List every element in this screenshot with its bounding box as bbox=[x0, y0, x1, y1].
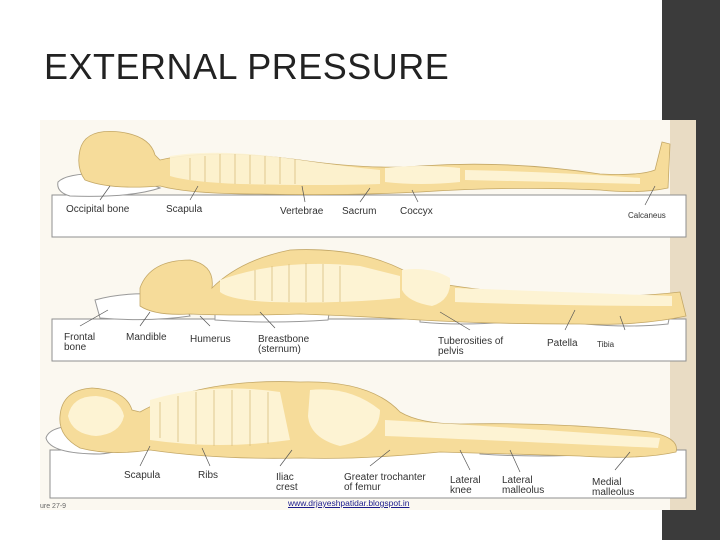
label-lateral-knee-line1: Lateral bbox=[450, 475, 481, 486]
label-humerus: Humerus bbox=[190, 334, 231, 345]
illustration-svg bbox=[40, 120, 696, 510]
label-lateral-malleolus-line1: Lateral bbox=[502, 475, 533, 486]
label-calcaneus: Calcaneus bbox=[628, 211, 666, 220]
label-medial-malleolus-line1: Medial bbox=[592, 477, 622, 488]
label-tibia: Tibia bbox=[597, 340, 615, 349]
supine-figure bbox=[51, 131, 687, 238]
label-scapula-supine: Scapula bbox=[166, 204, 203, 215]
label-lateral-knee-line2: knee bbox=[450, 485, 472, 496]
label-breastbone-line1: Breastbone bbox=[258, 334, 310, 345]
label-greater-trochanter-line2: of femur bbox=[344, 482, 381, 493]
label-sacrum: Sacrum bbox=[342, 206, 377, 217]
label-frontal-bone-line1: Frontal bbox=[64, 332, 96, 343]
label-frontal-bone-line2: bone bbox=[64, 342, 87, 353]
prone-figure bbox=[51, 249, 687, 362]
source-link[interactable]: www.drjayeshpatidar.blogspot.in bbox=[288, 498, 410, 508]
label-vertebrae: Vertebrae bbox=[280, 206, 324, 217]
slide-title: EXTERNAL PRESSURE bbox=[44, 46, 450, 87]
label-mandible: Mandible bbox=[126, 332, 167, 343]
label-greater-trochanter-line1: Greater trochanter bbox=[344, 472, 426, 483]
label-coccyx: Coccyx bbox=[400, 206, 433, 217]
label-tuberosities-line2: pelvis bbox=[438, 346, 464, 357]
pressure-points-illustration: Occipital bone Scapula Vertebrae Sacrum … bbox=[40, 120, 696, 510]
label-iliac-crest-line2: crest bbox=[276, 482, 298, 493]
label-patella: Patella bbox=[547, 338, 578, 349]
label-ribs: Ribs bbox=[198, 470, 219, 481]
label-occipital-bone: Occipital bone bbox=[66, 204, 130, 215]
label-breastbone-line2: (sternum) bbox=[258, 344, 301, 355]
label-scapula-lateral: Scapula bbox=[124, 470, 161, 481]
label-medial-malleolus-line2: malleolus bbox=[592, 487, 635, 498]
lateral-figure bbox=[45, 381, 687, 499]
label-lateral-malleolus-line2: malleolus bbox=[502, 485, 545, 496]
figure-number: ure 27-9 bbox=[40, 503, 67, 510]
label-tuberosities-line1: Tuberosities of bbox=[438, 336, 504, 347]
label-iliac-crest-line1: Iliac bbox=[276, 472, 294, 483]
